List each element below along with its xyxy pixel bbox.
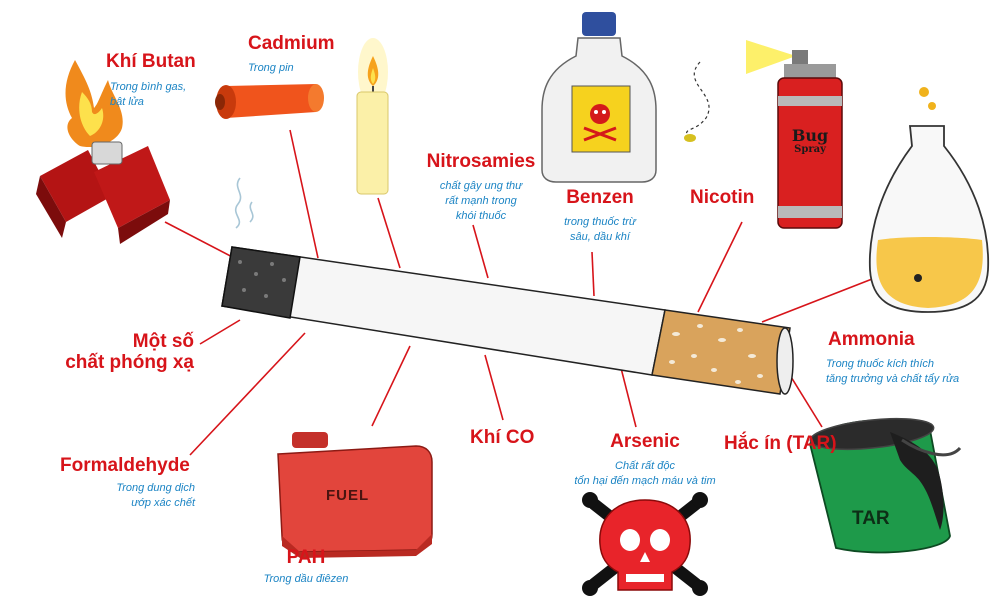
chemical-description: trong thuốc trừ sâu, dầu khí — [564, 216, 636, 243]
chemical-name: Ammonia — [828, 329, 915, 350]
pointer-line-candle — [377, 197, 401, 269]
chemical-name: Arsenic — [610, 431, 680, 452]
poison-bottle-icon — [541, 12, 657, 183]
chemical-description: Trong bình gas, bật lửa — [110, 81, 187, 108]
cigarette-filter-end — [776, 327, 794, 395]
chemical-name: Benzen — [566, 187, 634, 208]
pointer-line-pah — [371, 345, 411, 427]
chemical-name: Nitrosamies — [426, 151, 536, 172]
pointer-line-nicotin — [697, 221, 743, 313]
chemical-name: Hắc ín (TAR) — [724, 433, 837, 454]
pointer-lines — [164, 129, 891, 456]
spray-can-label: Bug Spray — [784, 126, 836, 155]
candle-icon — [356, 38, 389, 195]
chemical-description: Trong pin — [248, 62, 294, 74]
chemical-name: Khí CO — [470, 427, 535, 448]
chemical-description: Chất rất độc tổn hại đến mạch máu và tim — [574, 460, 716, 487]
chemical-description: chất gây ung thư rất mạnh trong khói thu… — [439, 180, 523, 222]
pointer-line-khi-butan — [164, 221, 243, 263]
pointer-line-formaldehyde — [189, 332, 306, 456]
cigarette-icon — [221, 246, 794, 395]
flask-icon — [868, 87, 990, 313]
cigarette-filter — [651, 309, 791, 395]
fuel-can-icon — [277, 432, 433, 558]
smoke-icon — [234, 177, 254, 229]
chemical-name: PAH — [286, 547, 326, 568]
skull-crossbones-icon — [582, 492, 708, 596]
spray-can-text-1: Bug — [791, 126, 829, 145]
chemical-description: Trong dung dịch ướp xác chết — [116, 482, 195, 509]
spray-can-text-2: Spray — [794, 143, 826, 155]
pointer-line-phong-xa — [199, 319, 241, 345]
pointer-line-nitrosamies — [472, 224, 489, 279]
chemical-description: Trong thuốc kích thích tăng trưởng và ch… — [826, 358, 960, 385]
chemical-name: Cadmium — [248, 33, 335, 54]
chemical-name: Khí Butan — [106, 51, 196, 72]
chemical-name: Formaldehyde — [60, 455, 190, 476]
pointer-line-hac-in — [787, 371, 823, 428]
tar-can-icon — [809, 417, 962, 554]
bug-spray-icon — [684, 40, 843, 229]
tar-can-text: TAR — [852, 508, 890, 529]
battery-icon — [215, 84, 324, 119]
pointer-line-benzen — [591, 251, 595, 297]
pointer-line-arsenic — [620, 367, 637, 428]
pointer-line-khi-co — [484, 354, 504, 421]
fuel-can-text: FUEL — [326, 487, 370, 504]
chemical-description: Trong dầu điêzen — [263, 573, 349, 585]
chemical-name: Một số chất phóng xạ — [65, 331, 194, 373]
chemical-name: Nicotin — [690, 187, 755, 208]
pointer-line-ammonia — [761, 271, 891, 323]
cigarette-ash — [221, 246, 301, 319]
lighter-icon — [36, 60, 170, 244]
pointer-line-cadmium — [289, 129, 319, 259]
